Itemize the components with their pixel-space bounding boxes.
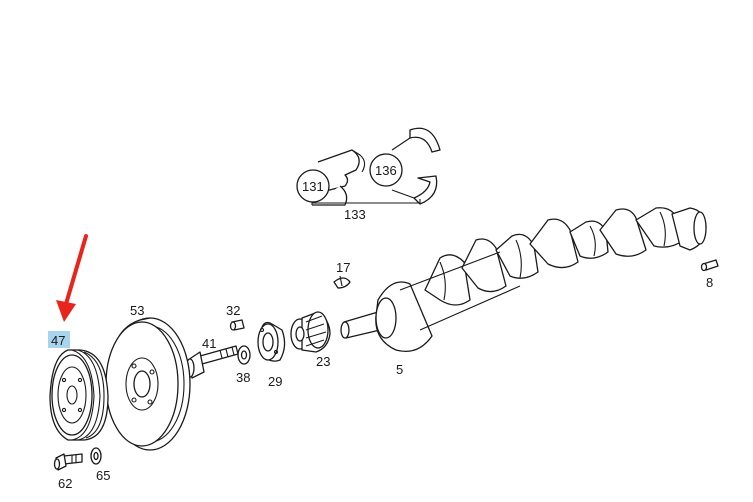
bolt-62 [53, 453, 83, 471]
label-53[interactable]: 53 [130, 303, 144, 318]
label-23[interactable]: 23 [316, 354, 330, 369]
label-5[interactable]: 5 [396, 362, 403, 377]
pulley-47 [49, 349, 109, 441]
label-38[interactable]: 38 [236, 370, 250, 385]
washer-38 [237, 345, 251, 365]
red-arrow-icon [56, 234, 88, 322]
label-133[interactable]: 133 [344, 207, 366, 222]
bearing-shells [296, 127, 441, 206]
highlight-47 [48, 331, 70, 348]
pin-8 [700, 259, 719, 272]
label-62[interactable]: 62 [58, 476, 72, 491]
label-41[interactable]: 41 [202, 336, 216, 351]
pulley-53 [105, 317, 191, 451]
label-17[interactable]: 17 [336, 260, 350, 275]
gear-23 [290, 311, 331, 353]
label-65[interactable]: 65 [96, 468, 110, 483]
callout-131-circle [296, 169, 330, 203]
callout-136-circle [369, 153, 403, 187]
crankshaft [340, 207, 707, 353]
label-29[interactable]: 29 [268, 374, 282, 389]
washer-65 [90, 447, 102, 465]
label-32[interactable]: 32 [226, 303, 240, 318]
label-47[interactable]: 47 [51, 333, 65, 348]
label-131[interactable]: 131 [302, 179, 324, 194]
label-136[interactable]: 136 [375, 163, 397, 178]
key-17 [333, 275, 351, 289]
pin-32 [229, 319, 245, 331]
label-8[interactable]: 8 [706, 275, 713, 290]
hub-29 [257, 321, 286, 362]
